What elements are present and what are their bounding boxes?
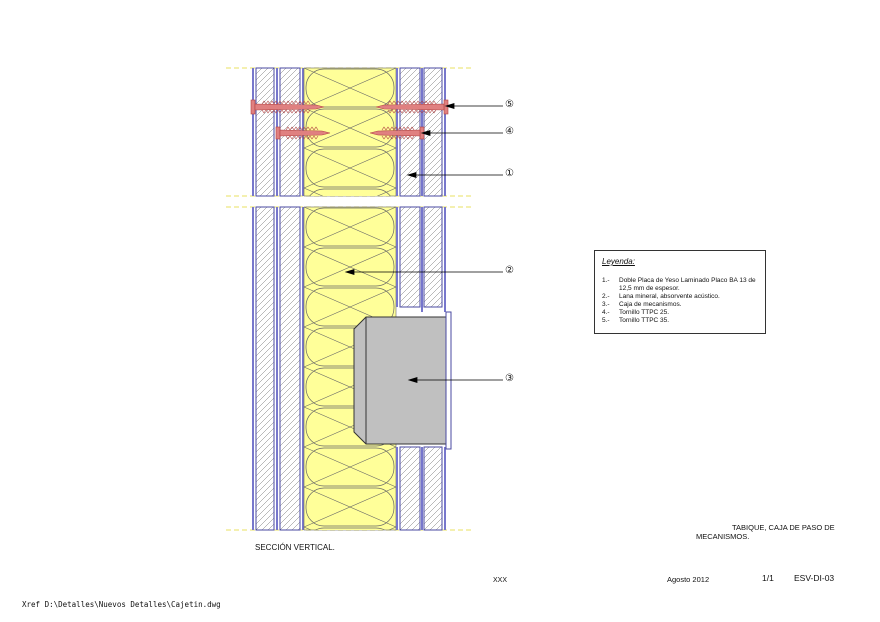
screw-ttpc35-right	[375, 99, 449, 115]
leader-lines	[344, 102, 503, 384]
legend-item-text: Doble Placa de Yeso Laminado Placo BA 13…	[619, 277, 756, 292]
screws	[250, 99, 449, 140]
legend-item-number: 5.-	[602, 317, 610, 324]
legend-item-text: Caja de mecanismos.	[619, 301, 682, 308]
screw-ttpc25-left	[275, 126, 331, 140]
date-field: Agosto 2012	[667, 575, 710, 584]
screw-ttpc35-left	[250, 99, 325, 115]
callout-3: ③	[505, 373, 514, 384]
callout-5: ⑤	[505, 99, 514, 110]
legend-items: 1.- Doble Placa de Yeso Laminado Placo B…	[602, 277, 759, 325]
drawing-code: ESV-DI-03	[794, 573, 835, 583]
xref-path: Xref D:\Detalles\Nuevos Detalles\Cajetin…	[22, 600, 221, 609]
legend-item: 5.- Tornillo TTPC 35.	[602, 317, 759, 325]
legend-item: 1.- Doble Placa de Yeso Laminado Placo B…	[602, 277, 759, 293]
legend-item-text: Tornillo TTPC 35.	[619, 317, 670, 324]
callout-4: ④	[505, 126, 514, 137]
legend-item-number: 3.-	[602, 301, 610, 308]
legend-item: 3.- Caja de mecanismos.	[602, 301, 759, 309]
drawing-title: TABIQUE, CAJA DE PASO DE MECANISMOS.	[696, 523, 835, 541]
legend-item-number: 4.-	[602, 309, 610, 316]
legend-item: 2.- Lana mineral, absorvente acústico.	[602, 293, 759, 301]
wall-upper	[252, 67, 446, 197]
wall-lower	[252, 206, 446, 531]
callout-2: ②	[505, 265, 514, 276]
callout-1: ①	[505, 168, 514, 179]
legend-item-text: Lana mineral, absorvente acústico.	[619, 293, 720, 300]
author-field: XXX	[493, 577, 508, 584]
mechanism-box	[353, 311, 452, 450]
legend-item-number: 2.-	[602, 293, 610, 300]
legend-item-number: 1.-	[602, 277, 610, 284]
legend-item: 4.- Tornillo TTPC 25.	[602, 309, 759, 317]
legend-title: Leyenda:	[602, 257, 635, 266]
sheet-field: 1/1	[762, 573, 774, 583]
legend-box: Leyenda: 1.- Doble Placa de Yeso Laminad…	[594, 250, 766, 334]
section-label: SECCIÓN VERTICAL.	[255, 543, 335, 552]
legend-item-text: Tornillo TTPC 25.	[619, 309, 670, 316]
